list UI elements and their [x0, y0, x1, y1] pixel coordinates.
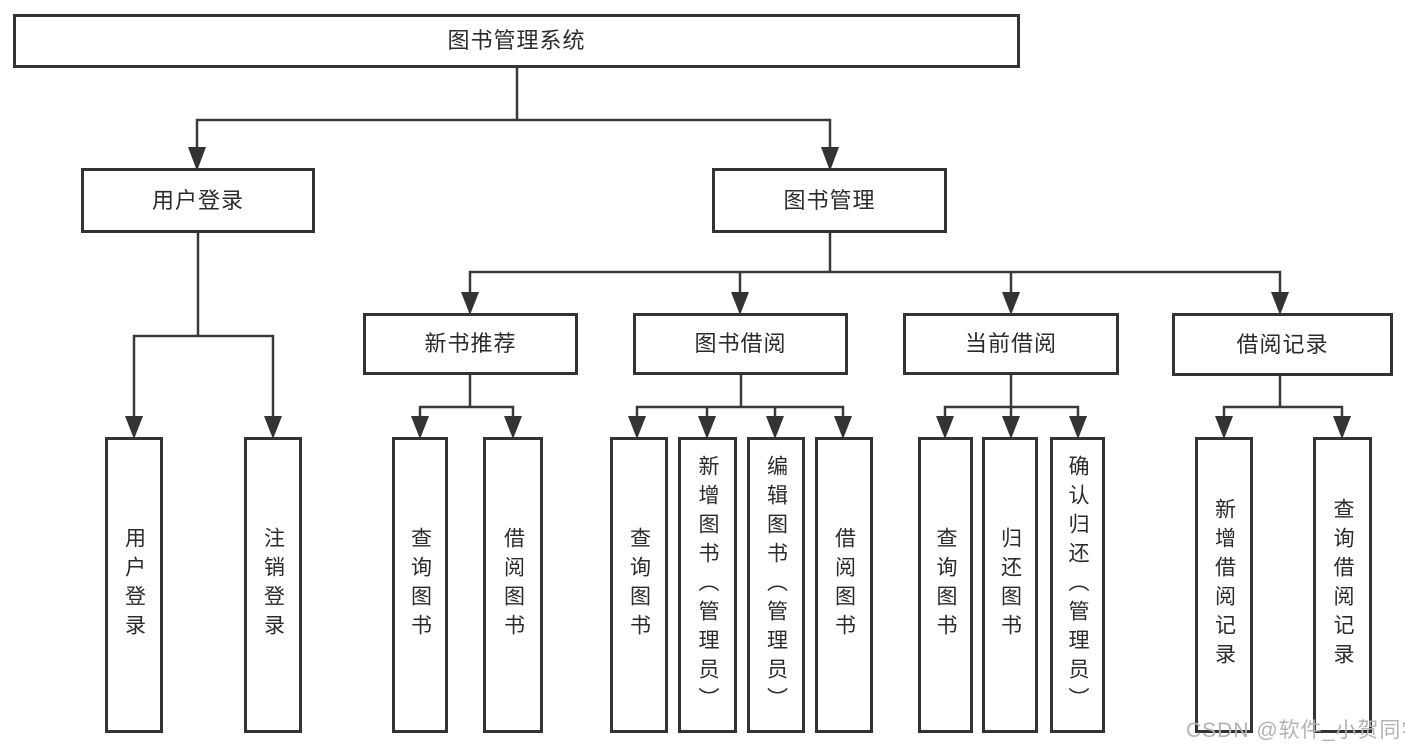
arrow-down-icon — [766, 416, 784, 439]
leaf-logout-login: 注销登录 — [244, 437, 302, 733]
leaf-query-books-current: 查询图书 — [918, 437, 973, 733]
leaf-confirm-return-admin: 确认归还（管理员） — [1050, 437, 1105, 733]
arrow-down-icon — [1215, 416, 1233, 439]
arrow-down-icon — [936, 416, 954, 439]
arrow-down-icon — [188, 147, 206, 171]
arrow-down-icon — [504, 416, 522, 439]
connector-new-book-children — [418, 373, 515, 420]
connector-root-to-level2 — [195, 66, 832, 152]
arrow-down-icon — [264, 416, 282, 439]
leaf-query-books-borrow: 查询图书 — [610, 437, 668, 733]
connector-current-borrow-children — [943, 373, 1080, 420]
node-current-borrow: 当前借阅 — [903, 313, 1119, 375]
node-borrow-records: 借阅记录 — [1172, 313, 1393, 376]
arrow-down-icon — [1271, 292, 1289, 315]
watermark: CSDN @软件_小贺同学 — [1186, 719, 1405, 742]
node-new-book-recommend: 新书推荐 — [363, 313, 578, 375]
arrow-down-icon — [461, 292, 479, 315]
leaf-query-books-recommend: 查询图书 — [392, 437, 448, 733]
leaf-edit-book-admin: 编辑图书（管理员） — [747, 437, 805, 733]
connector-book-mgmt-children — [468, 231, 1282, 296]
arrow-down-icon — [698, 416, 716, 439]
leaf-add-borrow-record: 新增借阅记录 — [1195, 437, 1253, 733]
leaf-add-book-admin: 新增图书（管理员） — [678, 437, 737, 733]
node-book-borrow: 图书借阅 — [633, 313, 848, 375]
node-root-system: 图书管理系统 — [13, 14, 1020, 68]
connector-user-login-children — [132, 231, 275, 420]
leaf-user-login: 用户登录 — [105, 437, 163, 733]
arrow-down-icon — [1002, 292, 1020, 315]
node-book-management: 图书管理 — [712, 168, 947, 233]
connector-borrow-record-children — [1222, 373, 1344, 420]
arrow-down-icon — [411, 416, 429, 439]
arrow-down-icon — [731, 292, 749, 315]
arrow-down-icon — [628, 416, 646, 439]
leaf-query-borrow-record: 查询借阅记录 — [1313, 437, 1372, 733]
arrow-down-icon — [1333, 416, 1351, 439]
arrowheads — [125, 147, 1351, 439]
leaf-return-book: 归还图书 — [982, 437, 1038, 733]
arrow-down-icon — [834, 416, 852, 439]
arrow-down-icon — [821, 147, 839, 171]
leaf-borrow-books-recommend: 借阅图书 — [483, 437, 543, 733]
arrow-down-icon — [1069, 416, 1087, 439]
leaf-borrow-books: 借阅图书 — [815, 437, 873, 733]
arrow-down-icon — [1002, 416, 1020, 439]
arrow-down-icon — [125, 416, 143, 439]
connector-book-borrow-children — [635, 373, 845, 420]
node-user-login: 用户登录 — [81, 168, 315, 233]
